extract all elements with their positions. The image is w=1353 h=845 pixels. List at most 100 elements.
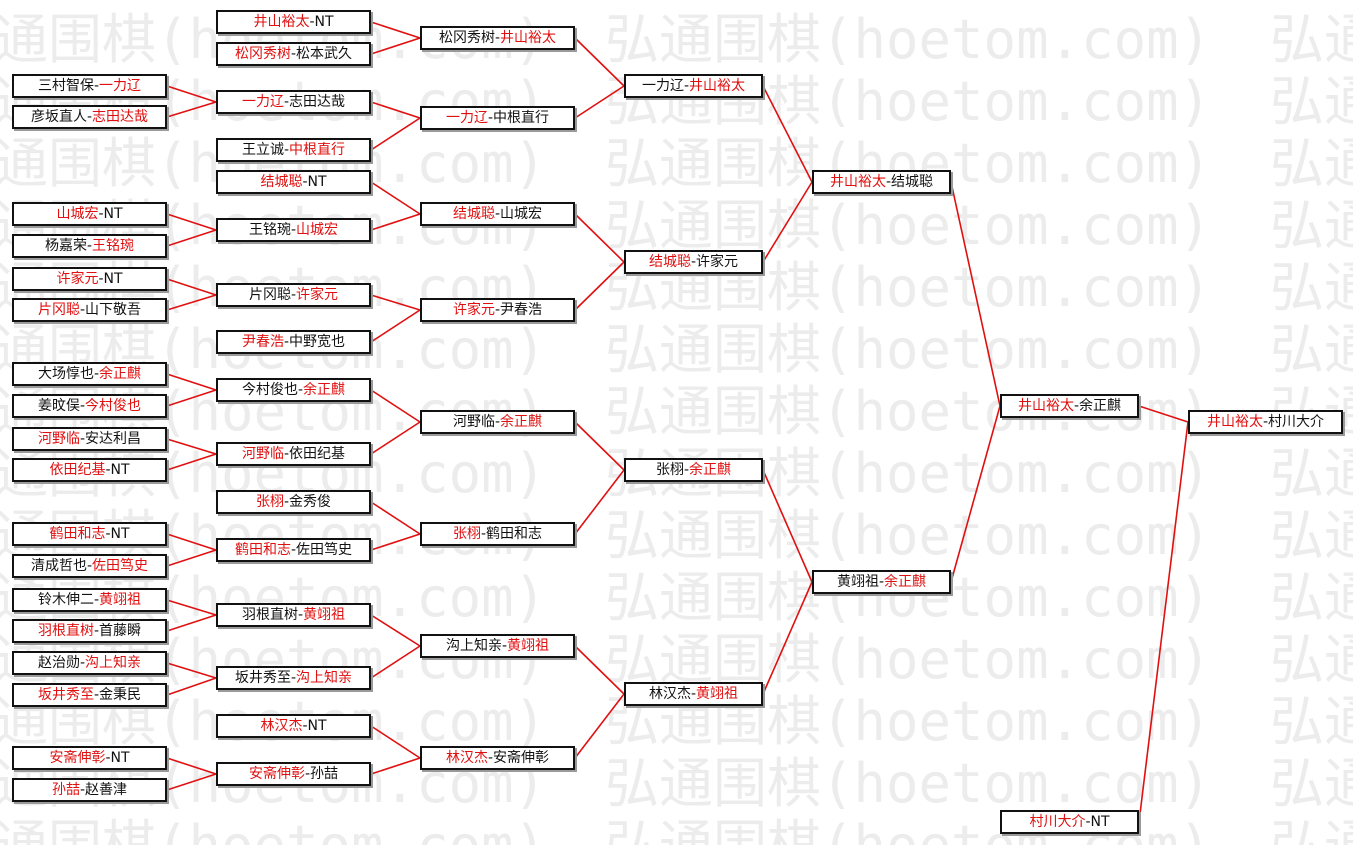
winner-name: 坂井秀至 xyxy=(37,687,94,703)
separator: - xyxy=(304,766,311,782)
separator: - xyxy=(878,574,885,590)
loser-name: 松本武久 xyxy=(296,46,353,62)
loser-name: 山城宏 xyxy=(500,206,543,222)
loser-name: 结城聪 xyxy=(891,174,934,190)
match-box-round-1: 赵治勋-沟上知亲 xyxy=(12,651,167,675)
separator: - xyxy=(494,206,501,222)
match-box-round-3: 河野临-余正麒 xyxy=(420,410,575,434)
separator: - xyxy=(501,638,508,654)
loser-name: 羽根直树 xyxy=(241,607,298,623)
connector-line xyxy=(166,614,217,632)
connector-line xyxy=(1138,421,1189,823)
connector-line xyxy=(762,85,813,183)
connector-line xyxy=(166,533,217,551)
loser-name: 姜旼俣 xyxy=(37,398,80,414)
connector-line xyxy=(370,37,421,55)
loser-name: NT xyxy=(110,462,130,478)
loser-name: 依田纪基 xyxy=(289,446,346,462)
separator: - xyxy=(297,607,304,623)
loser-name: 孙喆 xyxy=(310,766,339,782)
connector-line xyxy=(166,101,217,118)
separator: - xyxy=(79,398,86,414)
separator: - xyxy=(79,302,86,318)
match-box-round-6: 井山裕太-余正麒 xyxy=(1000,394,1139,418)
connector-line xyxy=(762,581,813,695)
separator: - xyxy=(290,542,297,558)
loser-name: 中野宽也 xyxy=(289,334,346,350)
connector-line xyxy=(574,421,625,471)
loser-name: 金秀俊 xyxy=(289,494,332,510)
separator: - xyxy=(1085,814,1091,830)
winner-name: 结城聪 xyxy=(452,206,495,222)
connector-line xyxy=(166,294,217,311)
match-box-round-2: 林汉杰-NT xyxy=(216,714,371,738)
match-box-round-1: 片冈聪-山下敬吾 xyxy=(12,298,167,322)
connector-line xyxy=(166,757,217,775)
connector-line xyxy=(370,181,421,215)
match-box-round-2: 松冈秀树-松本武久 xyxy=(216,42,371,66)
connector-line xyxy=(574,37,625,87)
connector-line xyxy=(370,213,421,231)
connector-line xyxy=(370,294,421,311)
connector-line xyxy=(574,693,625,759)
separator: - xyxy=(1262,414,1269,430)
match-box-round-1: 坂井秀至-金秉民 xyxy=(12,683,167,707)
separator: - xyxy=(290,670,297,686)
separator: - xyxy=(494,302,501,318)
connector-line xyxy=(166,549,217,567)
winner-name: 中根直行 xyxy=(289,142,346,158)
loser-name: 清成哲也 xyxy=(30,558,87,574)
connector-line xyxy=(166,373,217,391)
separator: - xyxy=(79,655,86,671)
connector-line xyxy=(574,213,625,263)
loser-name: 安斋伸彰 xyxy=(493,750,550,766)
winner-name: 鹤田和志 xyxy=(49,526,106,542)
separator: - xyxy=(93,623,100,639)
winner-name: 松冈秀树 xyxy=(234,46,291,62)
winner-name: 河野临 xyxy=(241,446,284,462)
loser-name: 余正麒 xyxy=(1079,398,1122,414)
winner-name: 井山裕太 xyxy=(829,174,886,190)
match-box-round-1: 三村智保-一力辽 xyxy=(12,74,167,98)
match-box-round-3: 许家元-尹春浩 xyxy=(420,298,575,322)
separator: - xyxy=(487,110,494,126)
separator: - xyxy=(93,592,100,608)
winner-name: 沟上知亲 xyxy=(85,655,142,671)
loser-name: 坂井秀至 xyxy=(234,670,291,686)
winner-name: 林汉杰 xyxy=(445,750,488,766)
winner-name: 黄翊祖 xyxy=(303,607,346,623)
separator: - xyxy=(283,142,290,158)
loser-name: 河野临 xyxy=(452,414,495,430)
loser-name: NT xyxy=(103,271,123,287)
separator: - xyxy=(302,718,308,734)
winner-name: 余正麒 xyxy=(689,462,732,478)
separator: - xyxy=(1073,398,1080,414)
winner-name: 佐田笃史 xyxy=(92,558,149,574)
winner-name: 安斋伸彰 xyxy=(248,766,305,782)
match-box-round-1: 许家元-NT xyxy=(12,267,167,291)
match-box-round-1: 大场惇也-余正麒 xyxy=(12,362,167,386)
connector-line xyxy=(166,389,217,407)
loser-name: NT xyxy=(1090,814,1110,830)
connector-line xyxy=(166,453,217,471)
match-box-round-2: 尹春浩-中野宽也 xyxy=(216,330,371,354)
separator: - xyxy=(683,78,690,94)
loser-name: 许家元 xyxy=(696,254,739,270)
separator: - xyxy=(309,14,315,30)
separator: - xyxy=(283,446,290,462)
match-box-round-3: 松冈秀树-井山裕太 xyxy=(420,26,575,50)
connector-line xyxy=(370,533,421,551)
match-box-round-1: 河野临-安达利昌 xyxy=(12,427,167,451)
separator: - xyxy=(690,686,697,702)
winner-name: 余正麒 xyxy=(303,382,346,398)
separator: - xyxy=(79,782,86,798)
separator: - xyxy=(297,382,304,398)
match-box-round-2: 王铭琬-山城宏 xyxy=(216,218,371,242)
loser-name: 杨嘉荣 xyxy=(44,238,87,254)
separator: - xyxy=(93,366,100,382)
separator: - xyxy=(690,254,697,270)
match-box-round-4: 张栩-余正麒 xyxy=(624,458,763,482)
winner-name: 片冈聪 xyxy=(37,302,80,318)
loser-name: 首藤瞬 xyxy=(99,623,142,639)
separator: - xyxy=(105,750,111,766)
